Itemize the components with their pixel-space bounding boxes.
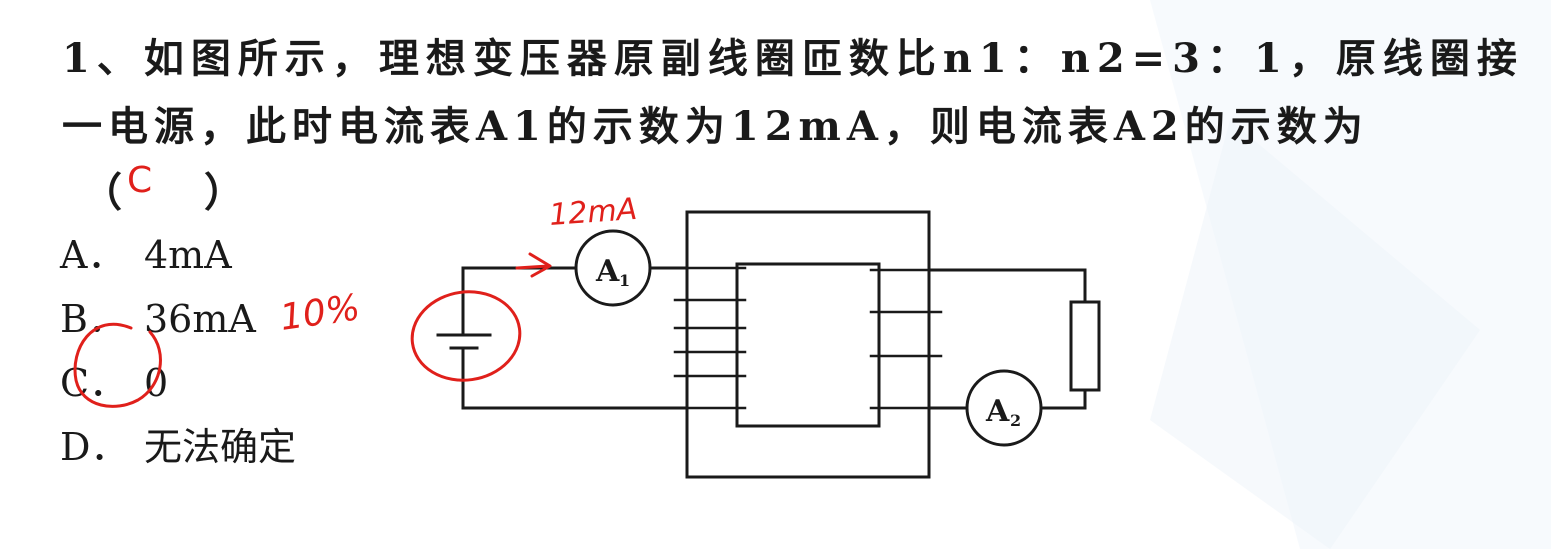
- option-d-label: D．: [60, 425, 129, 469]
- option-a: A． 4mA: [60, 224, 232, 279]
- ammeter-a1-subscript: 1: [619, 271, 630, 290]
- option-c-label: C．: [60, 361, 128, 405]
- primary-wiring: [461, 266, 689, 410]
- secondary-wiring: [927, 268, 1087, 410]
- ammeter-a2: A 2: [965, 369, 1043, 447]
- question-line-1: 1、如图所示，理想变压器原副线圈匝数比n1：n2=3：1，原线圈接: [62, 35, 1524, 82]
- battery-icon: [436, 333, 492, 350]
- question-line-2: 一电源，此时电流表A1的示数为12mA，则电流表A2的示数为: [62, 103, 1369, 150]
- resistor-icon: [1069, 300, 1101, 392]
- option-a-text: 4mA: [144, 233, 232, 277]
- answer-mark: C: [127, 160, 153, 201]
- option-b-text: 36mA: [144, 297, 256, 341]
- option-c-text: 0: [144, 361, 169, 405]
- option-d: D． 无法确定: [60, 416, 296, 471]
- option-d-text: 无法确定: [144, 425, 297, 469]
- ammeter-a1: A 1: [574, 229, 652, 307]
- ammeter-a2-letter: A: [985, 394, 1010, 429]
- ammeter-a1-letter: A: [595, 254, 620, 289]
- ammeter-a2-subscript: 2: [1010, 411, 1021, 430]
- primary-coil: [673, 266, 747, 410]
- answer-paren-close: ）: [204, 169, 244, 216]
- option-b: B． 36mA: [60, 288, 256, 343]
- answer-paren-open: （: [82, 169, 122, 216]
- option-c: C． 0: [60, 352, 168, 407]
- option-b-label: B．: [60, 297, 126, 341]
- option-a-label: A．: [60, 233, 126, 277]
- transformer-core: [685, 210, 931, 479]
